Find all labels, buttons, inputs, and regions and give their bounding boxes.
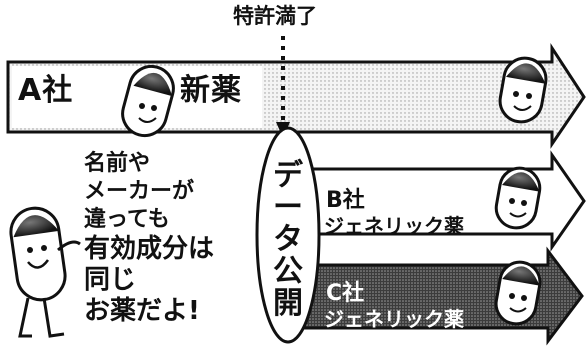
data-release-oval [255,126,321,344]
pill-character-icon [494,166,542,230]
speech-line: メーカーが [84,179,195,204]
speech-line: 同じ [84,265,137,295]
generic-drug-c-label: ジェネリック薬 [324,307,464,331]
data-release-char: デ [273,158,303,193]
company-c-label: C社 [326,281,365,306]
speech-text: 名前や メーカーが 違っても 有効成分は 同じ お薬だよ! [84,150,214,327]
pill-character-icon [121,64,175,138]
company-a-label: A社 [18,73,74,108]
speaking-pill-character-icon [9,206,81,338]
speech-line: お薬だよ! [84,296,200,326]
speech-line: 有効成分は [84,234,215,264]
company-b-label: B社 [326,188,365,213]
pill-character-icon [494,260,542,326]
speech-line: 名前や [84,151,151,176]
data-release-char: 公 [273,254,303,289]
data-release-label: デ ー タ 公 開 [270,160,306,320]
data-release-char: 開 [273,286,303,321]
data-release-char: ー [273,190,303,225]
patent-expiry-label: 特許満了 [233,4,317,28]
generic-drug-b-label: ジェネリック薬 [324,214,464,238]
data-release-char: タ [273,222,303,257]
pill-character-icon [498,56,548,124]
speech-line: 違っても [84,207,170,232]
new-drug-label: 新薬 [180,73,242,108]
